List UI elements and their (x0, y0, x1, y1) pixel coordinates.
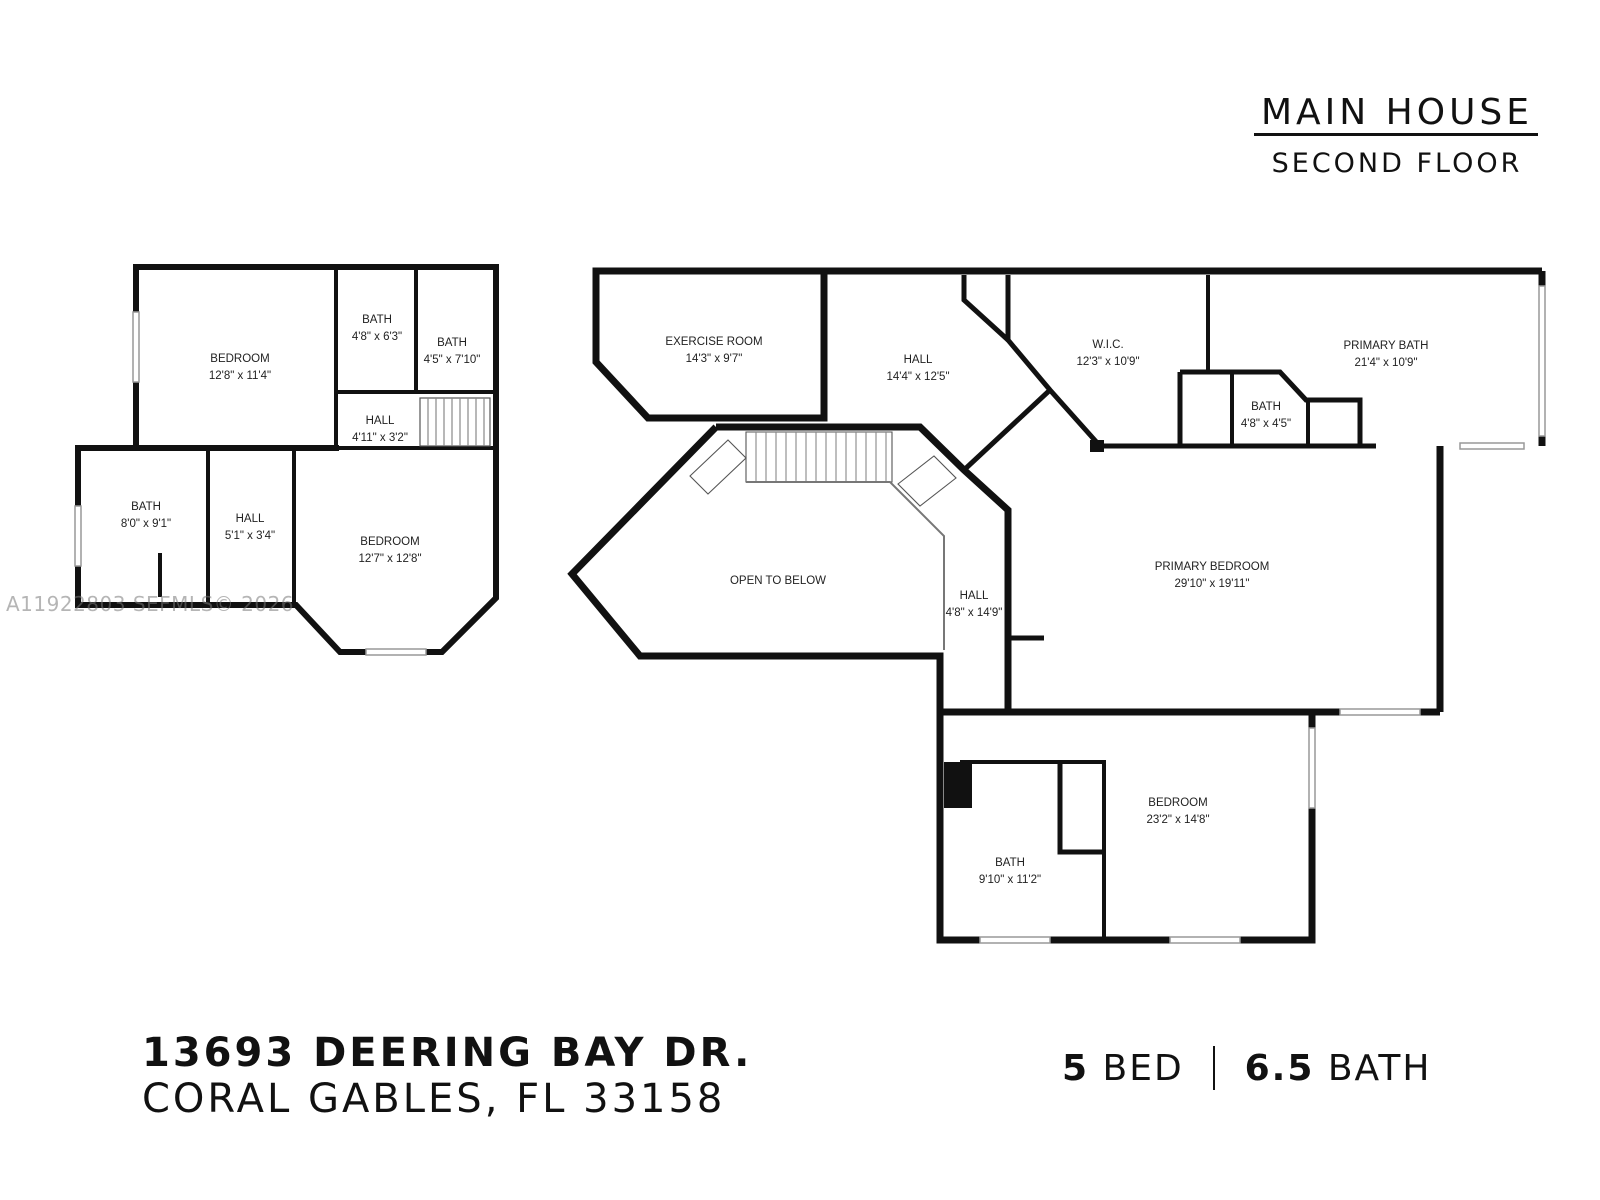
room-left-bath-1-name: BATH (362, 314, 392, 326)
room-wic-dims: 12'3" x 10'9" (1076, 356, 1139, 368)
stats-divider (1213, 1046, 1216, 1090)
left-stairs (419, 397, 491, 447)
room-left-hall-2-name: HALL (236, 513, 265, 525)
corner-post (1090, 440, 1104, 452)
mls-watermark: A11922803 SEFMLS© 2026 (6, 592, 295, 616)
room-labels: BEDROOM 12'8" x 11'4" BATH 4'8" x 6'3" B… (121, 314, 1429, 886)
room-left-bedroom-2-name: BEDROOM (360, 536, 419, 548)
room-left-hall-1-dims: 4'11" x 3'2" (352, 432, 408, 444)
left-wing-outline (75, 264, 499, 655)
wall-lower-closet (1057, 762, 1104, 855)
plan-title: MAIN HOUSE (1260, 92, 1534, 133)
wall-wic-diag (1005, 275, 1102, 448)
room-left-bedroom-2-dims: 12'7" x 12'8" (358, 553, 421, 565)
wall-hall-connector (962, 388, 1052, 472)
room-bedroom-lower-name: BEDROOM (1148, 797, 1207, 809)
room-hall-top-name: HALL (904, 354, 933, 366)
room-left-hall-1-name: HALL (366, 415, 395, 427)
bed-bath-summary: 5 BED 6.5 BATH (1062, 1046, 1432, 1092)
wall-open-below (567, 424, 944, 940)
room-left-bath-2-dims: 4'5" x 7'10" (424, 354, 481, 366)
room-hall-mid-dims: 4'8" x 14'9" (946, 607, 1003, 619)
windows (74, 285, 1546, 944)
address-line-2: CORAL GABLES, FL 33158 (142, 1076, 726, 1122)
room-exercise-name: EXERCISE ROOM (665, 336, 762, 348)
room-left-bedroom-1-name: BEDROOM (210, 353, 269, 365)
room-left-bath-3-name: BATH (131, 501, 161, 513)
room-left-hall-2-dims: 5'1" x 3'4" (225, 530, 275, 542)
room-primary-bath-dims: 21'4" x 10'9" (1354, 357, 1417, 369)
room-bath-small-dims: 4'8" x 4'5" (1241, 418, 1291, 430)
address-line-1: 13693 DEERING BAY DR. (142, 1030, 753, 1076)
room-primary-bedroom-name: PRIMARY BEDROOM (1155, 561, 1270, 573)
room-bath-small-name: BATH (1251, 401, 1281, 413)
room-open-below-name: OPEN TO BELOW (730, 575, 826, 587)
exercise-outline (592, 267, 828, 422)
room-hall-mid-name: HALL (960, 590, 989, 602)
room-left-bedroom-1-dims: 12'8" x 11'4" (209, 370, 271, 382)
walls-left-wing (75, 264, 499, 655)
room-exercise-dims: 14'3" x 9'7" (686, 353, 743, 365)
room-left-bath-1-dims: 4'8" x 6'3" (352, 331, 402, 343)
lower-outline (936, 708, 1316, 944)
wall-hall-diag-top (961, 275, 1010, 342)
title-underline (1254, 133, 1538, 136)
baths-label: BATH (1327, 1048, 1432, 1089)
plan-subtitle: SECOND FLOOR (1271, 148, 1523, 179)
room-primary-bedroom-dims: 29'10" x 19'11" (1174, 578, 1249, 590)
room-wic-name: W.I.C. (1092, 339, 1123, 351)
beds-count: 5 (1062, 1048, 1090, 1089)
baths-count: 6.5 (1244, 1048, 1315, 1089)
beds-label: BED (1102, 1048, 1184, 1089)
room-left-bath-3-dims: 8'0" x 9'1" (121, 518, 171, 530)
wall-lower-bath (960, 760, 1106, 940)
lower-column (944, 762, 972, 808)
room-bath-lower-name: BATH (995, 857, 1025, 869)
walls-main (567, 267, 1546, 944)
main-stairs (689, 431, 957, 650)
room-bath-lower-dims: 9'10" x 11'2" (979, 874, 1041, 886)
room-bedroom-lower-dims: 23'2" x 14'8" (1146, 814, 1209, 826)
room-hall-top-dims: 14'4" x 12'5" (886, 371, 949, 383)
room-left-bath-2-name: BATH (437, 337, 467, 349)
room-primary-bath-name: PRIMARY BATH (1344, 340, 1429, 352)
